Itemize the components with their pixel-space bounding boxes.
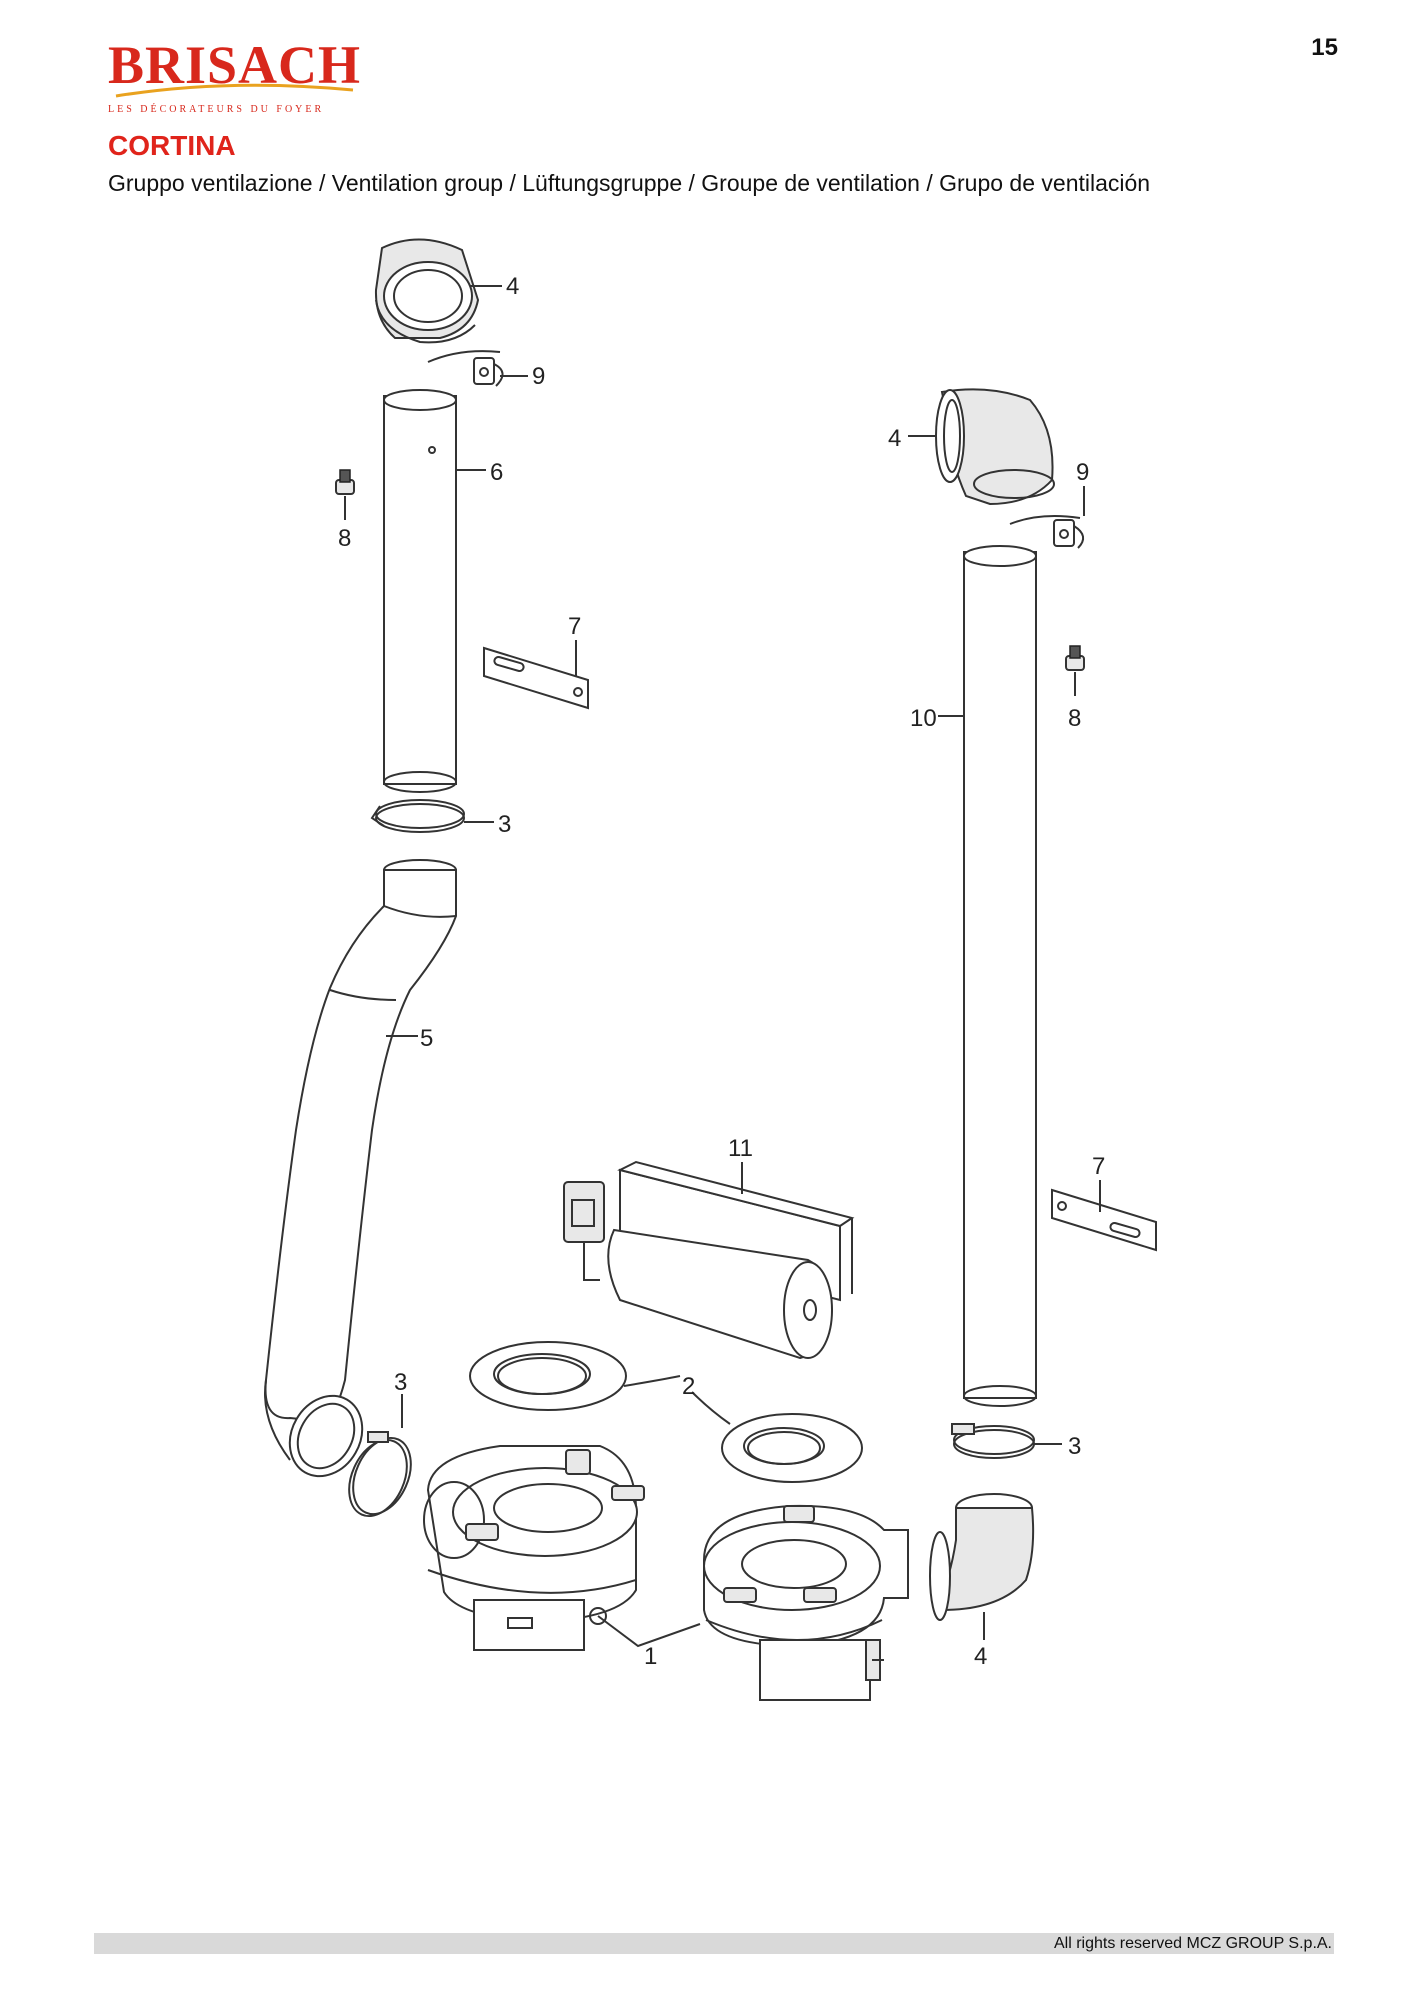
pipe-10	[938, 545, 1037, 1407]
gasket-2-left	[469, 1341, 627, 1411]
page-number: 15	[1311, 34, 1338, 61]
brand-logo: BRISACH LES DÉCORATEURS DU FOYER	[108, 35, 362, 115]
screw-8-right	[1065, 645, 1085, 696]
leader-2	[623, 1375, 731, 1425]
label-part-11: 11	[728, 1135, 753, 1162]
label-part-3-left-top: 3	[498, 811, 511, 838]
label-part-3-right: 3	[1068, 1433, 1081, 1460]
label-part-7-left: 7	[568, 613, 581, 640]
brand-tagline: LES DÉCORATEURS DU FOYER	[108, 104, 325, 115]
label-part-2: 2	[682, 1373, 695, 1400]
elbow-4-top-right	[908, 388, 1055, 506]
label-part-9-right: 9	[1076, 459, 1089, 486]
page-title: CORTINA	[108, 130, 236, 161]
label-part-9-left: 9	[532, 363, 545, 390]
clamp-3-right	[951, 1423, 1062, 1459]
plate-7-left	[483, 640, 589, 710]
label-part-1: 1	[644, 1643, 657, 1670]
label-part-8-left: 8	[338, 525, 351, 552]
fan-1-left	[423, 1445, 645, 1651]
elbow-4-top-left	[374, 238, 502, 344]
leader-1	[597, 1615, 701, 1648]
label-part-4-top-right: 4	[888, 425, 901, 452]
label-part-8-right: 8	[1068, 705, 1081, 732]
plate-7-right	[1051, 1180, 1157, 1252]
bracket-9-right	[1009, 486, 1085, 549]
label-part-3-bottom-left: 3	[394, 1369, 407, 1396]
screw-8-left	[335, 469, 355, 520]
label-part-4-top-left: 4	[506, 273, 519, 300]
label-part-7-right: 7	[1092, 1153, 1105, 1180]
footer-bar	[94, 1933, 1334, 1954]
fan-1-right	[703, 1504, 909, 1701]
clamp-3-left-top	[370, 799, 494, 833]
gasket-2-right	[721, 1413, 863, 1483]
label-part-5: 5	[420, 1025, 433, 1052]
heater-cartridge-11	[563, 1160, 855, 1360]
pipe-5-bend	[264, 859, 457, 1478]
bracket-9-left	[427, 350, 528, 387]
clamp-3-bottom-left	[348, 1394, 412, 1518]
page-subtitle: Gruppo ventilazione / Ventilation group …	[108, 170, 1151, 196]
footer-copyright: All rights reserved MCZ GROUP S.p.A.	[1054, 1935, 1332, 1952]
pipe-6	[383, 389, 486, 793]
label-part-10: 10	[910, 705, 937, 732]
brand-swoosh-icon	[115, 83, 354, 98]
elbow-4-bottom-right	[929, 1493, 1035, 1640]
brand-name: BRISACH	[108, 35, 362, 95]
label-part-6: 6	[490, 459, 503, 486]
label-part-4-bottom-right: 4	[974, 1643, 987, 1670]
